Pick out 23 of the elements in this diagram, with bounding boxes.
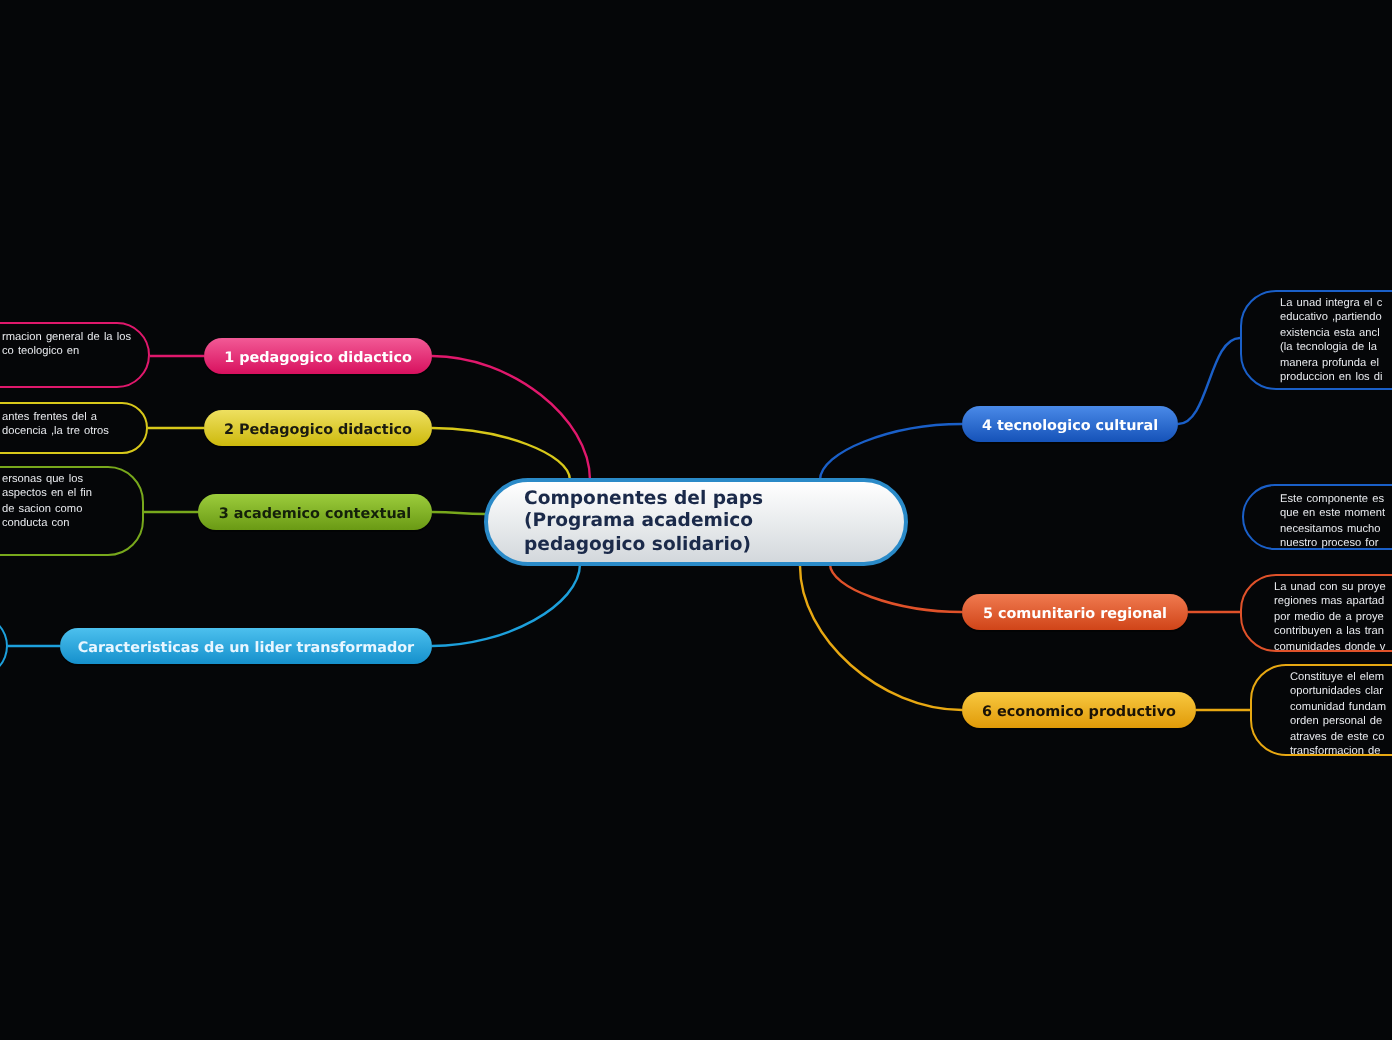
branch-connector: [144, 510, 198, 514]
branch-connector: [8, 644, 60, 648]
branch-topic: [962, 594, 1188, 630]
branch-topic: [962, 406, 1178, 442]
branch-connector: [818, 422, 963, 481]
branch-connector: [432, 510, 486, 516]
branch-connector: [798, 565, 963, 712]
branch-connector: [828, 563, 963, 614]
branch-connector: [1188, 610, 1240, 614]
branch-connector: [431, 426, 572, 481]
branch-topic: [204, 338, 432, 374]
branch-topic: [60, 628, 432, 664]
branch-connector: [431, 354, 592, 481]
branch-topic: [204, 410, 432, 446]
branch-topic: [962, 692, 1196, 728]
branch-connector: [1177, 336, 1241, 426]
branch-connector: [148, 426, 204, 430]
branch-connector: [431, 563, 582, 648]
topic-title: Componentes del paps (Programa academico pedagogico solidario): [524, 487, 766, 557]
branch-topic: [198, 494, 432, 530]
branch-connector: [1196, 708, 1250, 712]
branch-connector: [150, 354, 204, 358]
central-topic: [484, 478, 908, 566]
